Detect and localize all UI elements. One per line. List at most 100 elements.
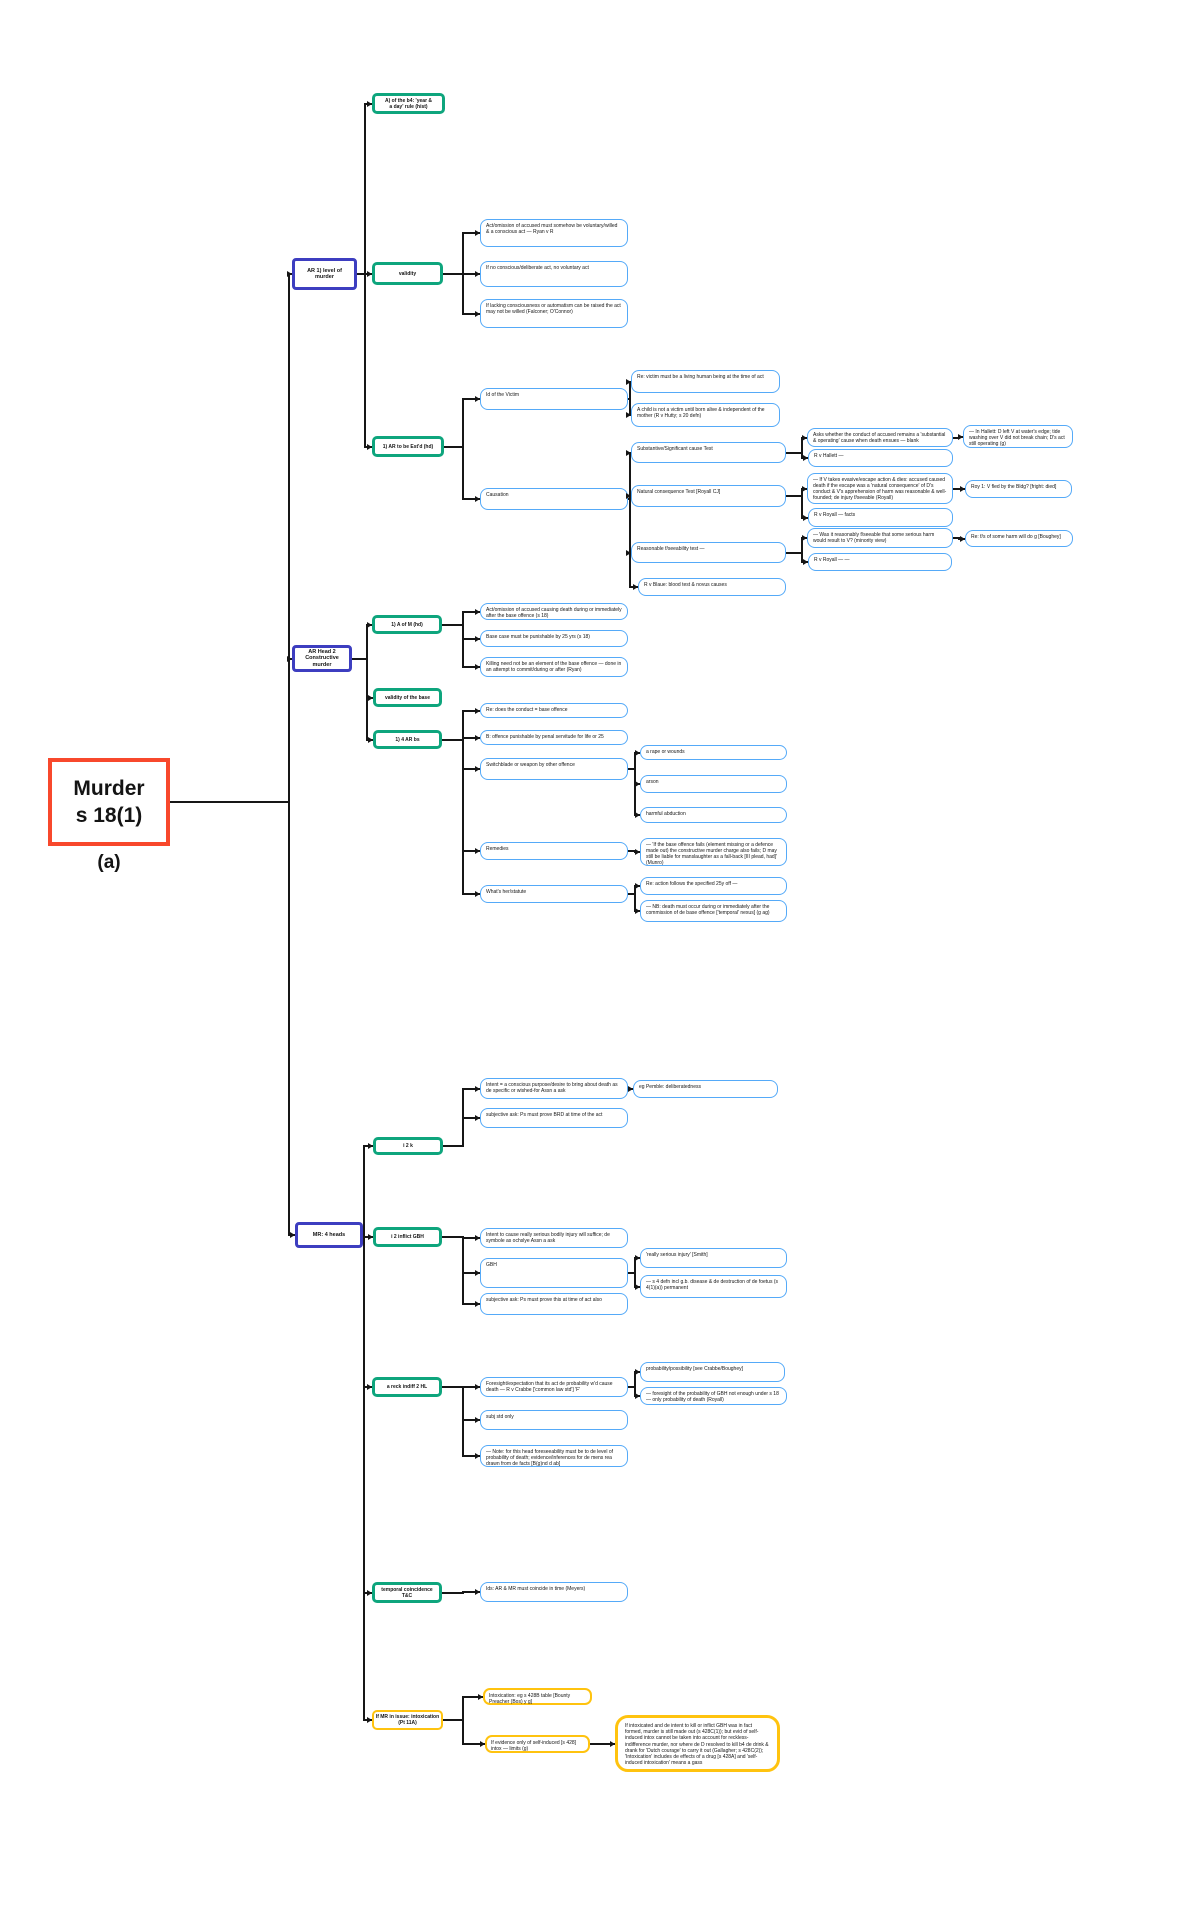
connector-arrow-icon <box>475 635 480 642</box>
connector-line <box>462 1719 464 1745</box>
mindmap-node-causc4[interactable]: R v Blaue: blood test & novus causes <box>638 578 786 596</box>
mindmap-node-n1[interactable]: Intent to cause really serious bodily in… <box>480 1228 628 1248</box>
mindmap-node-causc1[interactable]: Substantive/Significant cause Test <box>631 442 786 463</box>
node-label: probability/possibility [see Crabbe/Boug… <box>646 1366 743 1372</box>
mindmap-node-mrg3[interactable]: a reck indiff 2 HL <box>372 1377 442 1397</box>
mindmap-node-ncc[interactable]: — If V takes evasive/escape action & die… <box>807 473 953 504</box>
connector-arrow-icon <box>626 492 631 499</box>
mindmap-node-n3[interactable]: subjective ask: Ps must prove this at ti… <box>480 1293 628 1315</box>
mindmap-node-a3d[interactable]: Re: does the conduct = base offence <box>480 703 628 718</box>
mindmap-node-p1a[interactable]: probability/possibility [see Crabbe/Boug… <box>640 1362 785 1382</box>
mindmap-node-n2a[interactable]: 'really serious injury' [Smith] <box>640 1248 787 1268</box>
mindmap-node-a3g1[interactable]: — 'If the base offence fails (element mi… <box>640 838 787 866</box>
mindmap-node-n2[interactable]: GBH <box>480 1258 628 1288</box>
mindmap-node-v2b3[interactable]: If lacking consciousness or automatism c… <box>480 299 628 328</box>
mindmap-node-mrg2[interactable]: i 2 inflict GBH <box>373 1227 442 1247</box>
mindmap-node-q1[interactable]: Ids: AR & MR must coincide in time (Meye… <box>480 1582 628 1602</box>
connector-line <box>786 452 801 454</box>
connector-line <box>443 273 462 275</box>
mindmap-node-p3[interactable]: — Note: for this head foreseeability mus… <box>480 1445 628 1467</box>
mindmap-node-causc3[interactable]: Reasonable f/seeability test — <box>631 542 786 563</box>
connector-line <box>364 103 366 275</box>
mindmap-node-a3f1[interactable]: a rape or wounds <box>640 745 787 760</box>
mindmap-node-n2b[interactable]: — s 4 defn incl g.b. disease & de destru… <box>640 1275 787 1298</box>
node-label: (a) <box>97 852 121 873</box>
mindmap-node-a3e[interactable]: B: offence punishable by penal servitude… <box>480 730 628 745</box>
mindmap-node-a3h1[interactable]: Re: action follows the specified 25y off… <box>640 877 787 895</box>
node-label: Re: f/s of some harm will do g [Boughey] <box>971 534 1061 540</box>
mindmap-node-mrg4[interactable]: temporal coincidence T&C <box>372 1582 442 1603</box>
mindmap-node-a3f3[interactable]: harmful abduction <box>640 807 787 823</box>
node-label: If evidence only of self-induced [s 428]… <box>491 1740 578 1752</box>
mindmap-node-ar2[interactable]: AR Head 2 Constructive murder <box>292 645 352 672</box>
connector-line <box>801 552 803 563</box>
mindmap-node-ybig[interactable]: If intoxicated and de intent to kill or … <box>615 1715 780 1772</box>
node-label: harmful abduction <box>646 811 686 817</box>
mindmap-node-m2[interactable]: subjective ask: Ps must prove BRD at tim… <box>480 1108 628 1128</box>
mindmap-node-mr[interactable]: MR: 4 heads <box>295 1222 363 1248</box>
mindmap-node-ar1g1[interactable]: A) of the b4: 'year & a day' rule (hist) <box>372 93 445 114</box>
mindmap-node-ar2g1[interactable]: 1) A of M (hd) <box>372 615 442 634</box>
node-label: — Was it reasonably f/seeable that some … <box>813 532 936 544</box>
mindmap-node-root[interactable]: Murder s 18(1) <box>48 758 170 846</box>
mindmap-node-a2b[interactable]: Base case must be punishable by 25 yrs (… <box>480 630 628 647</box>
mindmap-node-causc2[interactable]: Natural consequence Test [Royall CJ] <box>631 485 786 507</box>
mindmap-node-ar2g2[interactable]: validity of the base <box>373 688 442 707</box>
connector-line <box>634 885 636 895</box>
mindmap-node-vicc2[interactable]: A child is not a victim until born alive… <box>631 403 780 427</box>
mindmap-node-m1a[interactable]: eg Pemble: deliberatedness <box>633 1080 778 1098</box>
node-label: i 2 inflict GBH <box>391 1234 424 1240</box>
connector-arrow-icon <box>802 485 807 492</box>
connector-line <box>801 452 803 459</box>
mindmap-node-m1[interactable]: Intent = a conscious purpose/desire to b… <box>480 1078 628 1099</box>
connector-line <box>462 232 464 275</box>
mindmap-node-y1[interactable]: Intoxication: eg s 428B table [Bounty Pr… <box>483 1688 592 1705</box>
mindmap-node-mry[interactable]: If MR in issue: intoxication (Pt 11A) <box>372 1710 443 1730</box>
mindmap-node-ar1[interactable]: AR 1) level of murder <box>292 258 357 290</box>
mindmap-node-a3f2[interactable]: arson <box>640 775 787 793</box>
mindmap-node-farr3[interactable]: Re: f/s of some harm will do g [Boughey] <box>965 530 1073 547</box>
mindmap-node-rfe[interactable]: — Was it reasonably f/seeable that some … <box>807 528 953 548</box>
node-label: — Note: for this head foreseeability mus… <box>486 1449 615 1467</box>
connector-arrow-icon <box>475 707 480 714</box>
mindmap-node-a3g[interactable]: Remedies <box>480 842 628 860</box>
mindmap-node-ar1g2[interactable]: validity <box>372 262 443 285</box>
node-label: Natural consequence Test [Royall CJ] <box>637 489 721 495</box>
connector-arrow-icon <box>633 583 638 590</box>
connector-arrow-icon <box>626 411 631 418</box>
connector-line <box>288 658 290 803</box>
mindmap-node-ar2g3[interactable]: 1) 4 AR bs <box>373 730 442 749</box>
mindmap-node-v2b2[interactable]: If no conscious/deliberate act, no volun… <box>480 261 628 287</box>
mindmap-node-causation[interactable]: Causation <box>480 488 628 510</box>
mindmap-node-a2a[interactable]: Act/omission of accused causing death du… <box>480 603 628 620</box>
mindmap-node-ar1g3[interactable]: 1) AR to be Est'd (hd) <box>372 436 444 457</box>
mindmap-node-scb[interactable]: R v Hallett — <box>808 449 953 467</box>
connector-arrow-icon <box>368 1142 373 1149</box>
mindmap-node-rff[interactable]: R v Royall — — <box>808 553 952 571</box>
mindmap-node-a3h2[interactable]: — NB: death must occur during or immedia… <box>640 900 787 922</box>
connector-arrow-icon <box>958 433 963 440</box>
mindmap-node-farr2[interactable]: Roy 1: V fled by the Bldg? [fright: died… <box>965 480 1072 498</box>
mindmap-node-vicc1[interactable]: Re: victim must be a living human being … <box>631 370 780 393</box>
mindmap-node-a3f[interactable]: Switchblade or weapon by other offence <box>480 758 628 780</box>
connector-arrow-icon <box>475 1114 480 1121</box>
connector-line <box>462 768 480 770</box>
mindmap-node-y2[interactable]: If evidence only of self-induced [s 428]… <box>485 1735 590 1753</box>
mindmap-node-p2[interactable]: subj std only <box>480 1410 628 1430</box>
connector-arrow-icon <box>367 1589 372 1596</box>
mindmap-node-victim[interactable]: Id of the Victim <box>480 388 628 410</box>
mindmap-node-a3h[interactable]: What's her/statute <box>480 885 628 903</box>
mindmap-node-ncd[interactable]: R v Royall — facts <box>808 508 953 527</box>
mindmap-node-sca[interactable]: Asks whether the conduct of accused rema… <box>807 428 953 447</box>
node-label: validity of the base <box>384 694 430 701</box>
mindmap-node-v2b1[interactable]: Act/omission of accused must somehow be … <box>480 219 628 247</box>
connector-arrow-icon <box>475 1416 480 1423</box>
mindmap-node-a2c[interactable]: Killing need not be an element of the ba… <box>480 657 628 677</box>
mindmap-node-p1b[interactable]: — foresight of the probability of GBH no… <box>640 1387 787 1405</box>
mindmap-node-p1[interactable]: Foresight/expectation that its act de pr… <box>480 1377 628 1397</box>
mindmap-node-mrg1[interactable]: i 2 k <box>373 1137 443 1155</box>
connector-line <box>462 1272 480 1274</box>
connector-line <box>442 1236 462 1238</box>
connector-line <box>462 1743 485 1745</box>
mindmap-node-farr1[interactable]: — In Hallett: D left V at water's edge; … <box>963 425 1073 448</box>
